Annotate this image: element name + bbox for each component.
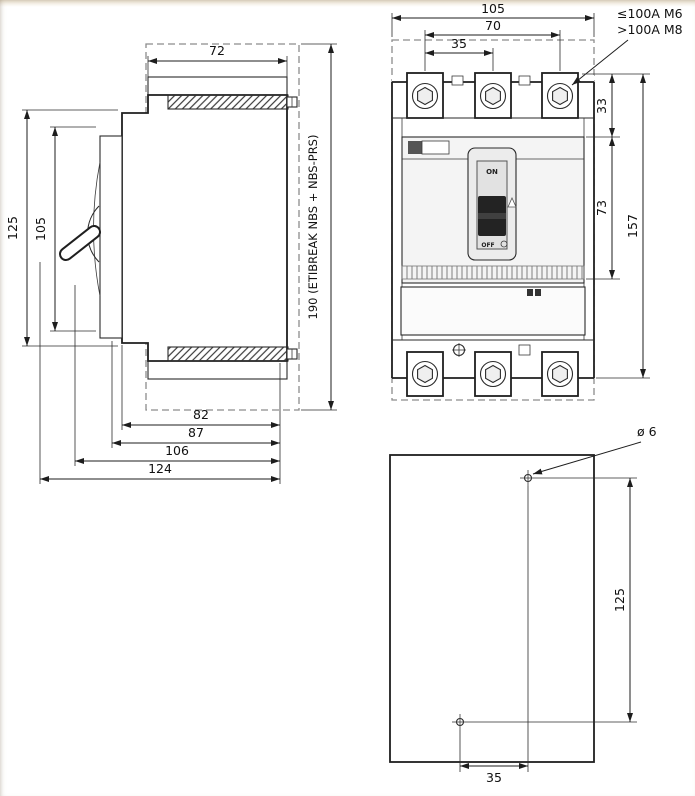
side-bottom-terminal-extension xyxy=(147,360,288,380)
terminal-bolt xyxy=(546,82,574,110)
mounting-dimensions: ø 6 125 35 xyxy=(459,424,657,785)
terminal-bolt xyxy=(546,360,574,388)
mounting-plate xyxy=(389,454,595,763)
dim-side-left-outer: 125 xyxy=(5,216,20,240)
lower-cover-plate xyxy=(400,286,586,336)
dim-top-section: 33 xyxy=(594,98,609,114)
phase-barrier-slot xyxy=(518,344,531,356)
dim-pole-span: 70 xyxy=(485,18,501,33)
front-view: ON OFF xyxy=(391,1,683,401)
side-breaker-body xyxy=(121,94,288,362)
rating-label-dark xyxy=(408,141,422,154)
bolt-hex-head xyxy=(417,86,433,106)
padlock-symbol xyxy=(500,240,508,248)
dim-total-height: 157 xyxy=(625,214,640,238)
dim-front-width: 105 xyxy=(481,1,505,16)
dim-side-overall-height: 190 (ETIBREAK NBS + NBS-PRS) xyxy=(306,135,320,320)
phase-barrier-slot xyxy=(451,75,464,86)
terminal-note-line2: >100A M8 xyxy=(617,22,683,37)
dim-depth-4: 124 xyxy=(148,461,172,476)
bolt-hex-head xyxy=(552,364,568,384)
terminal-bolt xyxy=(479,360,507,388)
dim-depth-2: 87 xyxy=(188,425,204,440)
terminal-bolt xyxy=(411,360,439,388)
dim-pole-pitch: 35 xyxy=(451,36,467,51)
trip-indicator-triangle xyxy=(507,197,517,208)
side-bottom-terminal xyxy=(167,346,289,362)
side-view: 72 125 105 190 (ETIBREAK NBS + NBS-PRS) … xyxy=(5,43,337,484)
dim-hole-horizontal: 35 xyxy=(486,770,502,785)
side-dimensions: 72 125 105 190 (ETIBREAK NBS + NBS-PRS) … xyxy=(5,43,337,484)
rating-label xyxy=(421,140,450,155)
side-top-terminal-extension xyxy=(147,76,288,96)
mounting-hole-bottom xyxy=(452,714,468,730)
bolt-hex-head xyxy=(552,86,568,106)
dim-cover-section: 73 xyxy=(594,200,609,216)
mounting-hole-top xyxy=(520,470,536,486)
phase-barrier-slot xyxy=(518,75,531,86)
bolt-hex-head xyxy=(485,86,501,106)
dim-depth-3: 106 xyxy=(165,443,189,458)
handle-fill xyxy=(61,227,99,259)
terminal-note-leader xyxy=(571,39,629,86)
vent-band xyxy=(401,265,585,280)
switch-off-label: OFF xyxy=(481,242,494,249)
dim-depth-1: 82 xyxy=(193,407,209,422)
dim-hole-vertical: 125 xyxy=(612,588,627,612)
toggle-handle-groove xyxy=(478,213,506,219)
bolt-hex-head xyxy=(417,364,433,384)
plate-mark xyxy=(535,289,541,296)
switch-on-label: ON xyxy=(486,168,498,176)
dim-side-left-inner: 105 xyxy=(33,217,48,241)
side-toggle-handle xyxy=(59,205,101,263)
side-accessory-envelope xyxy=(145,43,300,411)
terminal-note-line1: ≤100A M6 xyxy=(617,6,683,21)
terminal-bolt xyxy=(479,82,507,110)
mounting-view: ø 6 125 35 xyxy=(389,424,657,785)
hole-diameter-label: ø 6 xyxy=(637,424,657,439)
plate-mark xyxy=(527,289,533,296)
terminal-bolt xyxy=(411,82,439,110)
hole-diameter-leader xyxy=(532,441,642,475)
dim-side-width: 72 xyxy=(209,43,225,58)
front-accessory-envelope xyxy=(391,39,595,401)
side-front-cover xyxy=(99,135,123,339)
side-top-terminal xyxy=(167,94,289,110)
bolt-hex-head xyxy=(485,364,501,384)
front-dimensions: 105 70 35 ≤100A M6 >100A M8 33 73 157 xyxy=(391,1,683,379)
